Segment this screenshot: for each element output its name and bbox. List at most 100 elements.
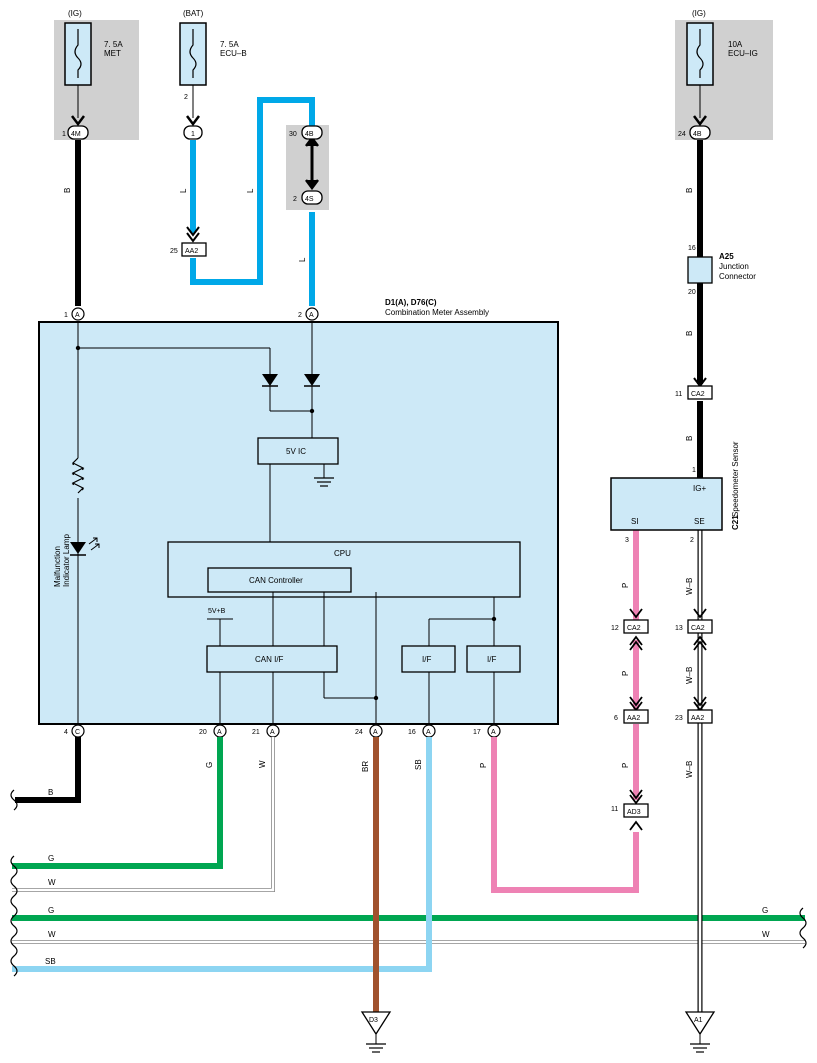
wire-label-l-1: L: [179, 188, 188, 193]
svg-text:D3: D3: [369, 1017, 378, 1024]
svg-text:G: G: [762, 906, 768, 915]
ground-icon-ic: [314, 477, 334, 487]
svg-text:CA2: CA2: [691, 391, 705, 398]
connector-4m: 1 4M: [62, 125, 89, 140]
svg-text:AA2: AA2: [627, 715, 640, 722]
svg-text:P: P: [621, 583, 630, 588]
svg-text:A1: A1: [694, 1017, 703, 1024]
svg-text:W–B: W–B: [685, 667, 694, 684]
svg-text:2: 2: [690, 537, 694, 544]
wire-label-b-ig2: B: [685, 331, 694, 336]
ground-a1: A1: [684, 1011, 716, 1053]
connector-ad3: 11 AD3: [611, 803, 649, 818]
ecuig-fuse-rating: 10A: [728, 40, 743, 49]
ic-5v: [257, 437, 339, 465]
connector-aa2-upper: 25 AA2: [170, 242, 207, 257]
svg-text:SB: SB: [45, 957, 56, 966]
svg-text:A25: A25: [719, 252, 734, 261]
svg-text:16: 16: [688, 245, 696, 252]
connector-aa2-wb: 23 AA2: [675, 709, 713, 724]
svg-text:4B: 4B: [305, 131, 314, 138]
svg-text:6: 6: [614, 715, 618, 722]
svg-text:G: G: [48, 854, 54, 863]
connector-ca2-p: 12 CA2: [611, 619, 649, 634]
can-if-block: [206, 645, 338, 673]
svg-text:25: 25: [170, 248, 178, 255]
ground-d3: D3: [360, 1011, 392, 1053]
svg-text:11: 11: [611, 806, 618, 813]
meter-ref: D1(A), D76(C): [385, 298, 437, 307]
svg-text:4S: 4S: [305, 196, 314, 203]
svg-text:2: 2: [293, 196, 297, 203]
meter-pin-4c: 4 C: [64, 724, 85, 738]
svg-text:A: A: [75, 312, 80, 319]
wire-b-lower: [15, 737, 81, 803]
svg-text:11: 11: [675, 391, 682, 398]
svg-text:23: 23: [675, 715, 683, 722]
svg-text:W–B: W–B: [685, 761, 694, 778]
svg-text:4: 4: [64, 729, 68, 736]
met-fuse-rating: 7. 5A: [104, 40, 123, 49]
svg-text:W–B: W–B: [685, 578, 694, 595]
svg-text:SI: SI: [631, 517, 639, 526]
svg-text:P: P: [621, 671, 630, 676]
svg-text:A: A: [309, 312, 314, 319]
ecub-fuse-name: ECU–B: [220, 49, 247, 58]
svg-text:4M: 4M: [71, 131, 81, 138]
svg-text:W: W: [48, 930, 56, 939]
wire-label-b-ig1: B: [685, 188, 694, 193]
svg-text:30: 30: [289, 131, 297, 138]
svg-text:Speedometer Sensor: Speedometer Sensor: [731, 441, 740, 517]
svg-text:13: 13: [675, 625, 683, 632]
met-fuse-name: MET: [104, 49, 121, 58]
svg-text:SE: SE: [694, 517, 705, 526]
svg-text:I/F: I/F: [422, 655, 431, 664]
svg-text:1: 1: [692, 467, 696, 474]
ecub-fuse-icon: [189, 29, 197, 78]
led-icon: [70, 542, 86, 554]
svg-text:24: 24: [678, 131, 686, 138]
svg-text:2: 2: [184, 94, 188, 101]
svg-text:A: A: [217, 729, 222, 736]
junction-connector-a25: 16 20 A25 Junction Connector: [687, 245, 756, 296]
speedometer-sensor: 1 IG+ SI SE 3 2 C21 Speedometer Sensor: [610, 441, 740, 544]
svg-text:CAN I/F: CAN I/F: [255, 655, 284, 664]
svg-text:W: W: [48, 878, 56, 887]
svg-text:21: 21: [252, 729, 260, 736]
svg-text:W: W: [762, 930, 770, 939]
ecuig-supply-label: (IG): [692, 9, 706, 18]
connector-ca2-b: 11 CA2: [675, 385, 713, 400]
met-fuse-icon: [74, 29, 82, 78]
svg-text:5V IC: 5V IC: [286, 447, 306, 456]
wire-label-b-met: B: [63, 188, 72, 193]
if-block-1: [401, 645, 456, 673]
svg-text:2: 2: [298, 312, 302, 319]
svg-text:A: A: [373, 729, 378, 736]
ecub-supply-label: (BAT): [183, 9, 204, 18]
svg-text:A: A: [426, 729, 431, 736]
svg-text:20: 20: [688, 289, 696, 296]
wire-sb: [12, 737, 432, 972]
svg-text:B: B: [48, 788, 53, 797]
ecuig-fuse-name: ECU–IG: [728, 49, 758, 58]
wire-label-l-2: L: [246, 188, 255, 193]
svg-text:A: A: [270, 729, 275, 736]
meter-pin-2: 2 A: [298, 307, 319, 321]
svg-text:I/F: I/F: [487, 655, 496, 664]
meter-pin-16: 16 A: [408, 724, 436, 738]
svg-text:24: 24: [355, 729, 363, 736]
svg-text:4B: 4B: [693, 131, 702, 138]
svg-text:12: 12: [611, 625, 619, 632]
meter-pin-17: 17 A: [473, 724, 501, 738]
svg-text:P: P: [479, 763, 488, 768]
supply-5vb: 5V+B: [208, 608, 226, 615]
connector-ca2-wb: 13 CA2: [675, 619, 713, 634]
svg-text:IG+: IG+: [693, 484, 706, 493]
svg-text:16: 16: [408, 729, 416, 736]
wire-p-meter: [491, 737, 639, 893]
svg-text:CPU: CPU: [334, 549, 351, 558]
svg-text:20: 20: [199, 729, 207, 736]
connector-ecuig-4b: 24 4B: [678, 125, 711, 140]
meter-name: Combination Meter Assembly: [385, 308, 489, 317]
